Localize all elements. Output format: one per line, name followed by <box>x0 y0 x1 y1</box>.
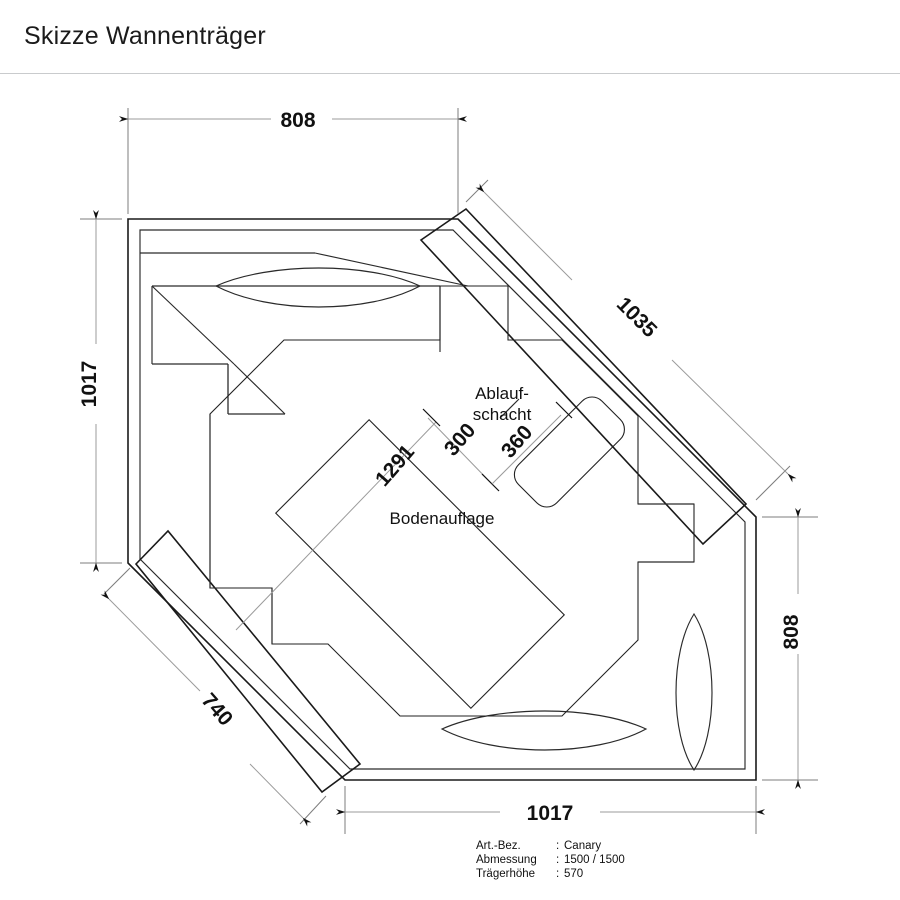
dimension-top-808: 808 <box>119 108 467 214</box>
header-divider <box>0 73 900 74</box>
top-ledge <box>151 285 441 415</box>
dimension-value-1291: 1291 <box>371 440 419 491</box>
dimension-diagonal-740: 740 <box>100 567 327 827</box>
dimension-bottom-1017: 1017 <box>336 786 765 834</box>
floor-support-label: Bodenauflage <box>390 509 495 528</box>
drain-shaft <box>513 396 625 508</box>
spec-label-2: Trägerhöhe <box>476 868 535 880</box>
spec-value-0: Canary <box>564 840 601 852</box>
right-lens-shape <box>675 612 713 772</box>
frame-rim-offset <box>139 229 746 770</box>
drain-shaft-label: Ablauf- schacht <box>473 384 532 424</box>
dimension-value-bottom: 1017 <box>527 802 574 825</box>
dimension-left-1017: 1017 <box>78 210 122 572</box>
technical-drawing: 808 1017 808 <box>0 74 900 900</box>
spec-label-0: Art.-Bez. <box>476 840 521 852</box>
page-header: Skizze Wannenträger <box>0 0 900 74</box>
sketch-svg: 808 1017 808 <box>78 108 818 880</box>
upper-right-support-bar <box>419 207 748 546</box>
spec-sep-2: : <box>556 868 559 880</box>
outer-frame-outline <box>127 218 757 781</box>
dimension-value-diag-ll: 740 <box>197 689 237 731</box>
drain-shaft-notch <box>499 398 520 419</box>
lower-left-support-bar <box>134 529 362 794</box>
basin-chamfer-details <box>209 414 694 644</box>
spec-sep-1: : <box>556 854 559 866</box>
dimension-value-left: 1017 <box>78 361 101 408</box>
dimension-value-top: 808 <box>280 109 315 132</box>
drain-label-line2: schacht <box>473 405 532 424</box>
spec-value-1: 1500 / 1500 <box>564 854 625 866</box>
spec-block: Art.-Bez. : Canary Abmessung : 1500 / 15… <box>476 840 625 880</box>
top-lens-shape <box>214 267 422 308</box>
floor-support-text: Bodenauflage <box>390 509 495 528</box>
dimension-value-360: 360 <box>497 421 537 463</box>
spec-value-2: 570 <box>564 868 583 880</box>
dimension-right-808: 808 <box>762 508 818 789</box>
floor-support-plate <box>274 418 566 710</box>
bottom-lens-shape <box>440 710 648 751</box>
dimension-value-diag-ur: 1035 <box>612 293 662 343</box>
page-title: Skizze Wannenträger <box>24 22 266 50</box>
spec-sep-0: : <box>556 840 559 852</box>
dimension-value-300: 300 <box>440 419 480 461</box>
spec-label-1: Abmessung <box>476 854 537 866</box>
top-skirt <box>140 252 469 287</box>
dimension-value-right: 808 <box>780 614 803 649</box>
drain-label-line1: Ablauf- <box>475 384 529 403</box>
basin <box>209 285 695 717</box>
